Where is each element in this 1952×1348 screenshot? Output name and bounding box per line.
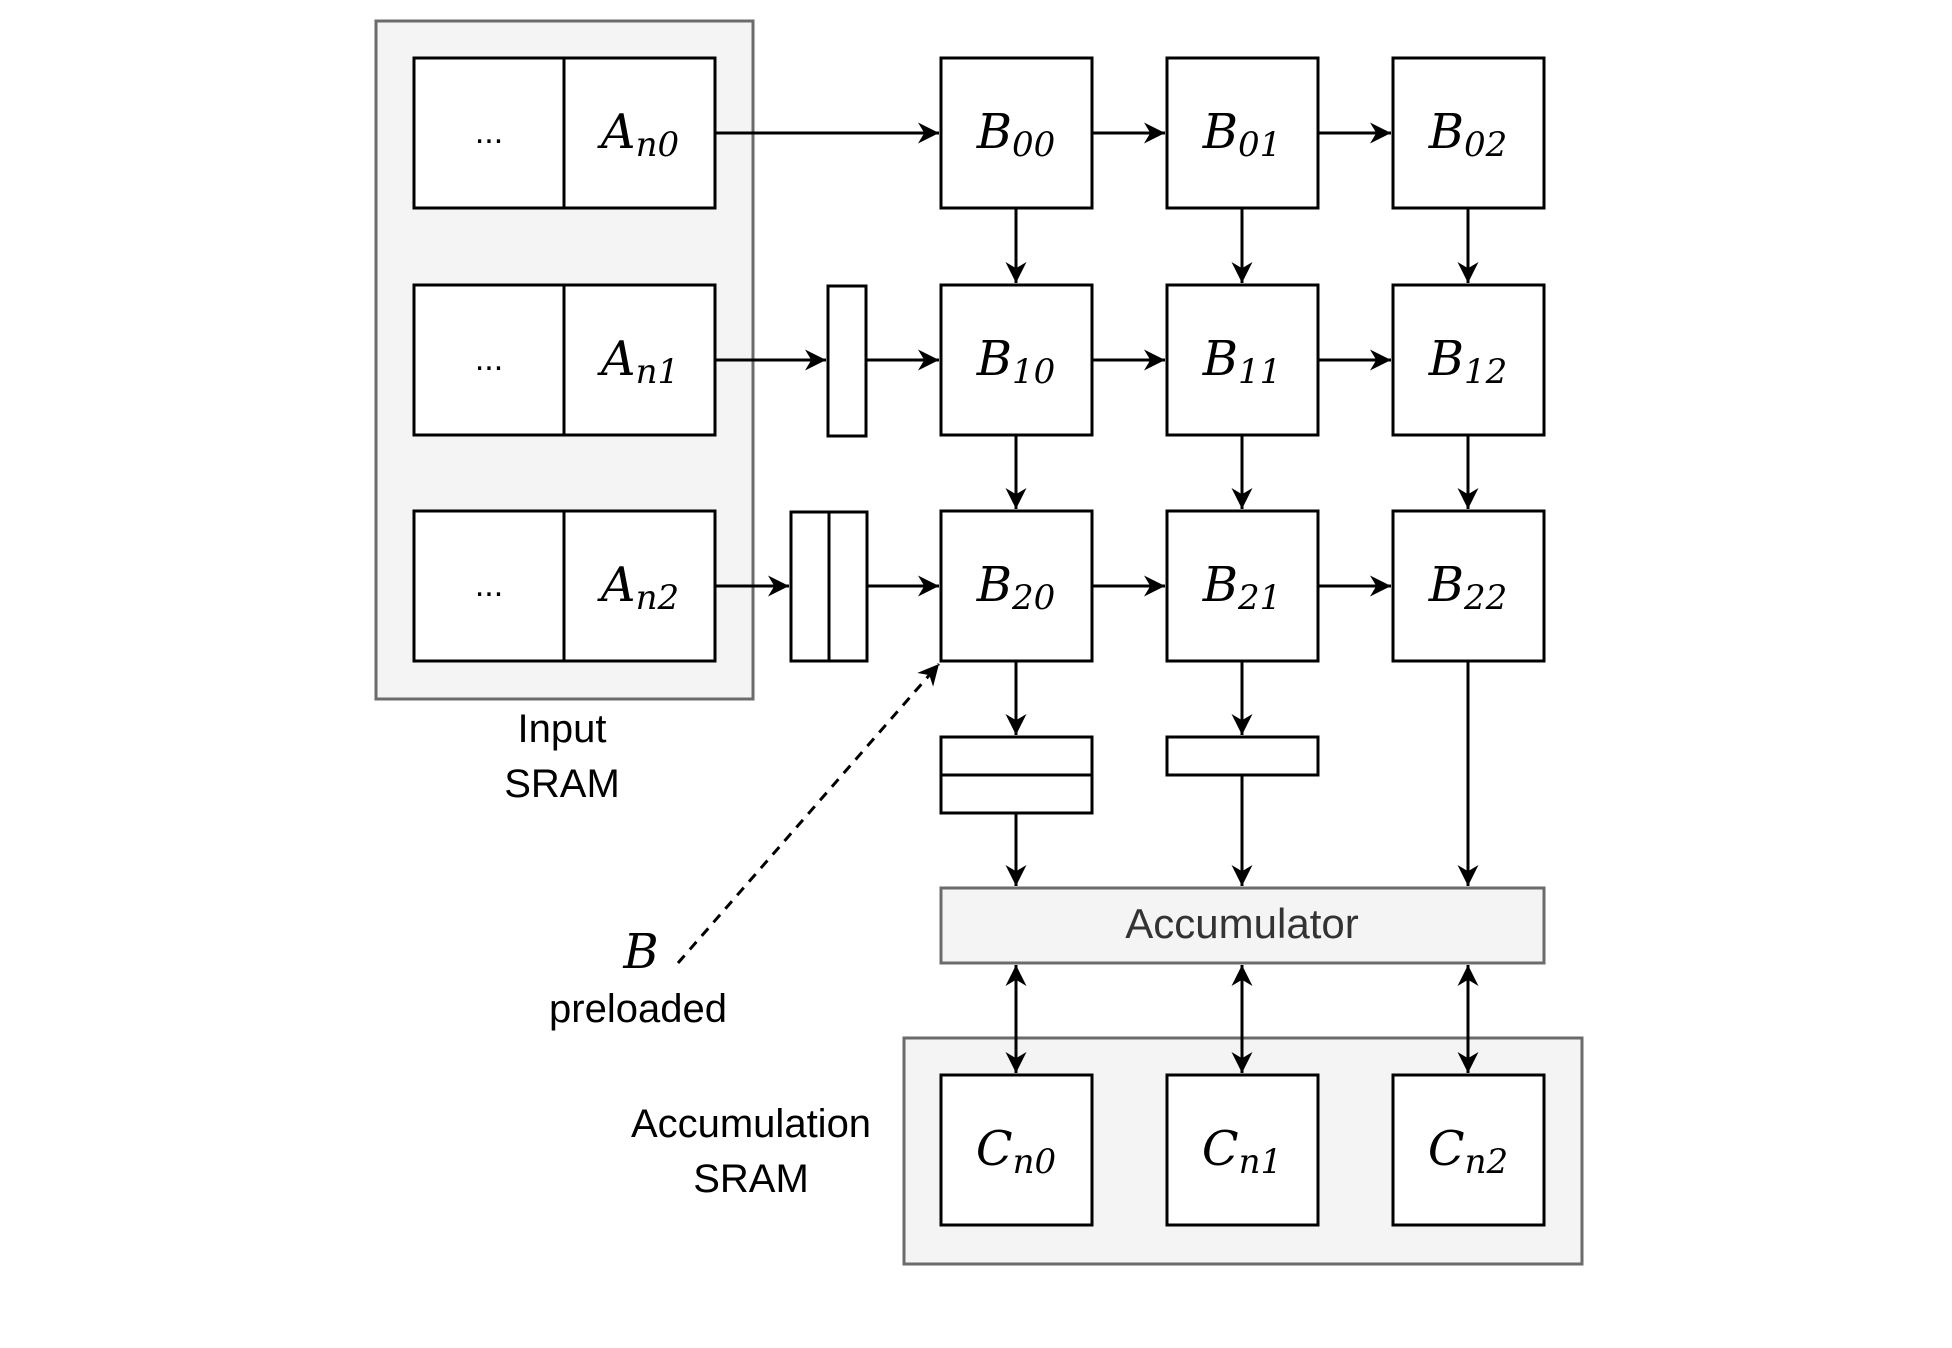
- c-n0-label: Cn0: [976, 1121, 1056, 1182]
- b12-label: B12: [1428, 331, 1508, 392]
- accum-cell-c-n0: [939, 1073, 1094, 1227]
- output-skew-register: [1165, 735, 1320, 777]
- b11-label: B11: [1202, 331, 1282, 392]
- input-a-cell: [562, 56, 717, 210]
- b-preloaded-label: preloaded: [549, 987, 727, 1031]
- b-preloaded-symbol: B: [622, 924, 658, 980]
- b10-label: B10: [976, 331, 1056, 392]
- c-n2-label: Cn2: [1428, 1121, 1508, 1182]
- a-n0-label: An0: [597, 104, 679, 165]
- ellipsis-text: ...: [475, 340, 503, 378]
- output-skew-register: [939, 773, 1094, 815]
- input-ellipsis-cell: [412, 509, 566, 663]
- input-a-cell: [562, 283, 717, 437]
- input-row-1: ... An1: [412, 283, 717, 437]
- input-skew-register: [827, 510, 869, 663]
- input-sram-label-line2: SRAM: [504, 762, 620, 806]
- pe-cell-b00: [939, 56, 1094, 210]
- a-n2-label: An2: [597, 557, 679, 618]
- c-n1-label: Cn1: [1202, 1121, 1282, 1182]
- input-sram-label-line1: Input: [518, 707, 607, 751]
- accumulation-sram-label-line2: SRAM: [693, 1157, 809, 1201]
- b22-label: B22: [1428, 557, 1508, 618]
- accum-cell-c-n2: [1391, 1073, 1546, 1227]
- b02-label: B02: [1428, 104, 1508, 165]
- input-skew-register: [826, 284, 868, 438]
- b20-label: B20: [976, 557, 1056, 618]
- input-skew-register: [789, 510, 831, 663]
- b00-label: B00: [976, 104, 1056, 165]
- input-row-0: ... An0: [412, 56, 717, 210]
- input-a-cell: [562, 509, 717, 663]
- output-skew-register: [939, 735, 1094, 777]
- a-n1-label: An1: [597, 331, 679, 392]
- arrow-b-preloaded: [676, 663, 941, 964]
- pe-cell-b21: [1165, 509, 1320, 663]
- pe-cell-b22: [1391, 509, 1546, 663]
- pe-cell-b12: [1391, 283, 1546, 437]
- ellipsis-text: ...: [475, 113, 503, 151]
- b21-label: B21: [1202, 557, 1282, 618]
- input-ellipsis-cell: [412, 56, 566, 210]
- pe-cell-b20: [939, 509, 1094, 663]
- accumulator-box: [939, 886, 1546, 965]
- accumulator-label: Accumulator: [1125, 900, 1358, 947]
- accumulation-sram-label-line1: Accumulation: [631, 1102, 871, 1146]
- pe-grid: B00 B01 B02 B10 B11 B12 B20 B21 B22: [939, 56, 1546, 663]
- accum-cell-c-n1: [1165, 1073, 1320, 1227]
- input-row-2: ... An2: [412, 509, 717, 663]
- b01-label: B01: [1202, 104, 1282, 165]
- input-ellipsis-cell: [412, 283, 566, 437]
- ellipsis-text: ...: [475, 566, 503, 604]
- pe-cell-b02: [1391, 56, 1546, 210]
- pe-cell-b11: [1165, 283, 1320, 437]
